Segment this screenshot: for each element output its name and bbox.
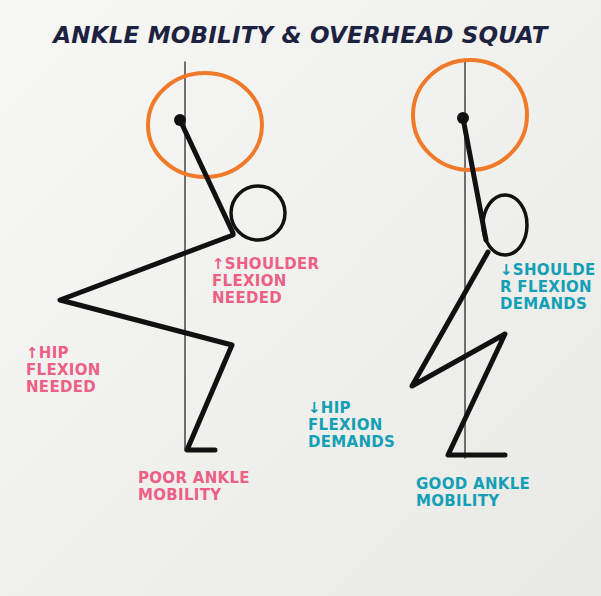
hand-dot: [457, 112, 469, 124]
hand-dot: [174, 114, 186, 126]
bar-circle: [148, 73, 262, 177]
note-label: ↑HIP FLEXION NEEDED: [26, 345, 124, 396]
note-label: GOOD ANKLE MOBILITY: [416, 476, 551, 510]
title: ANKLE MOBILITY & OVERHEAD SQUAT: [10, 22, 591, 48]
note-label: ↑SHOULDER FLEXION NEEDED: [212, 256, 324, 307]
note-label: ↓HIP FLEXION DEMANDS: [308, 400, 412, 451]
note-label: ↓SHOULDER FLEXION DEMANDS: [500, 262, 596, 313]
note-label: POOR ANKLE MOBILITY: [138, 470, 273, 504]
